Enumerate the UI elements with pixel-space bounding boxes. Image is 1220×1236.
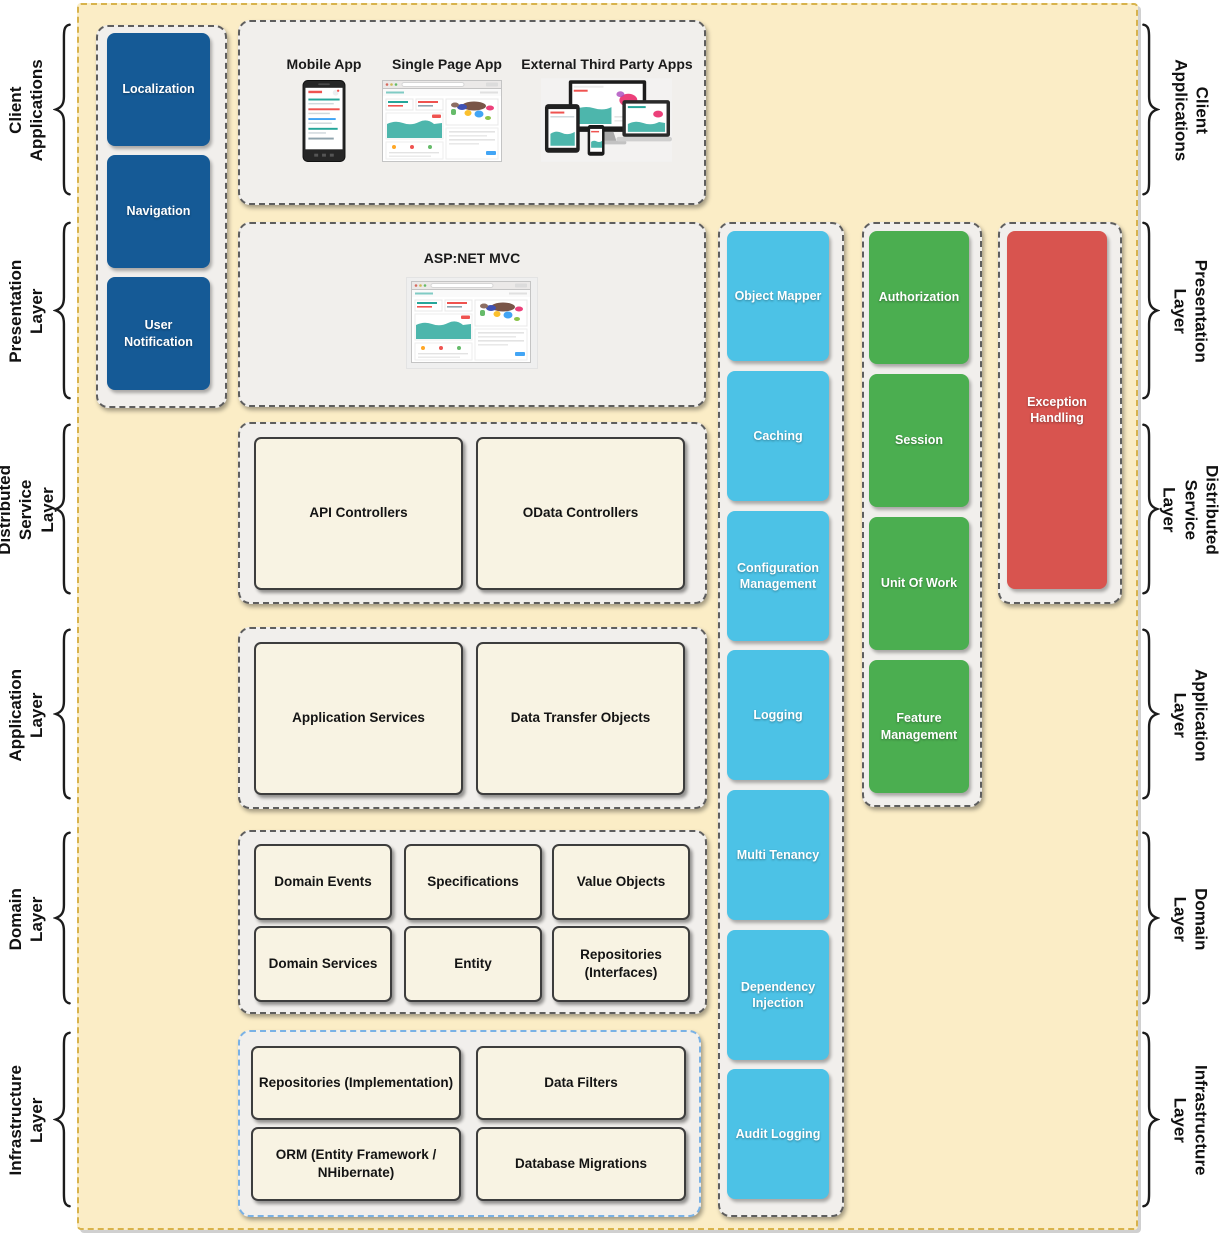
panel-application-layer: Application Services Data Transfer Objec… (238, 627, 707, 809)
brace-left-application-layer (54, 628, 71, 800)
box-repositories-implementation: Repositories (Implementation) (251, 1046, 461, 1120)
external-apps-illustration (541, 78, 672, 162)
brace-left-infrastructure-layer (54, 1031, 71, 1208)
brace-right-domain-layer (1142, 831, 1159, 1005)
box-exception-handling: Exception Handling (1007, 231, 1107, 589)
layer-label-left-client-applications: Client Applications (5, 59, 47, 162)
box-database-migrations: Database Migrations (476, 1127, 686, 1201)
single-page-app-label: Single Page App (392, 56, 502, 72)
box-feature-management: Feature Management (869, 660, 969, 793)
mobile-app-label: Mobile App (286, 56, 362, 72)
box-entity: Entity (404, 926, 542, 1002)
box-domain-events: Domain Events (254, 844, 392, 920)
box-value-objects: Value Objects (552, 844, 690, 920)
panel-shared-components: Authorization Session Unit Of Work Featu… (862, 222, 982, 807)
box-multi-tenancy: Multi Tenancy (727, 790, 829, 920)
box-orm: ORM (Entity Framework / NHibernate) (251, 1127, 461, 1201)
panel-presentation-mvc: ASP:NET MVC (238, 222, 706, 407)
box-caching: Caching (727, 371, 829, 501)
external-third-party-apps-label: External Third Party Apps (521, 56, 693, 72)
box-dependency-injection: Dependency Injection (727, 930, 829, 1060)
aspnet-mvc-illustration (411, 281, 531, 363)
box-navigation: Navigation (107, 155, 210, 268)
box-domain-services: Domain Services (254, 926, 392, 1002)
box-logging: Logging (727, 650, 829, 780)
panel-ui-components: Localization Navigation User Notificatio… (96, 25, 227, 408)
box-object-mapper: Object Mapper (727, 231, 829, 361)
layer-label-left-distributed-service-layer: Distributed Service Layer (0, 465, 57, 555)
aspnet-mvc-label: ASP:NET MVC (423, 250, 521, 266)
mobile-app-illustration (302, 80, 346, 162)
box-data-transfer-objects: Data Transfer Objects (476, 642, 685, 795)
brace-left-domain-layer (54, 831, 71, 1005)
brace-left-client-applications (54, 23, 71, 196)
layer-label-right-infrastructure-layer: Infrastructure Layer (1170, 1065, 1211, 1176)
panel-cross-cutting: Object Mapper Caching Configuration Mana… (718, 222, 844, 1217)
brace-right-presentation-layer (1142, 221, 1159, 400)
panel-infrastructure-layer: Repositories (Implementation) Data Filte… (238, 1030, 701, 1217)
brace-left-presentation-layer (54, 221, 71, 400)
layer-label-left-application-layer: Application Layer (5, 668, 46, 762)
box-odata-controllers: OData Controllers (476, 437, 685, 590)
brace-right-infrastructure-layer (1142, 1031, 1159, 1208)
box-user-notification: User Notification (107, 277, 210, 390)
panel-domain-layer: Domain Events Specifications Value Objec… (238, 830, 707, 1014)
box-configuration-management: Configuration Management (727, 511, 829, 641)
box-localization: Localization (107, 33, 210, 146)
layer-label-left-domain-layer: Domain Layer (5, 887, 46, 951)
brace-right-application-layer (1142, 628, 1159, 800)
box-authorization: Authorization (869, 231, 969, 364)
layer-label-right-presentation-layer: Presentation Layer (1170, 260, 1211, 363)
box-unit-of-work: Unit Of Work (869, 517, 969, 650)
layer-label-right-distributed-service-layer: Distributed Service Layer (1159, 465, 1220, 555)
layer-label-right-client-applications: Client Applications (1170, 59, 1211, 162)
box-api-controllers: API Controllers (254, 437, 463, 590)
layer-label-right-application-layer: Application Layer (1170, 668, 1211, 762)
brace-right-distributed-service-layer (1142, 423, 1159, 595)
box-application-services: Application Services (254, 642, 463, 795)
layer-label-left-presentation-layer: Presentation Layer (5, 260, 47, 363)
box-repositories-interfaces: Repositories (Interfaces) (552, 926, 690, 1002)
panel-exception-handling: Exception Handling (998, 222, 1122, 604)
box-data-filters: Data Filters (476, 1046, 686, 1120)
panel-distributed-service: API Controllers OData Controllers (238, 422, 707, 604)
box-session: Session (869, 374, 969, 507)
brace-right-client-applications (1142, 23, 1159, 196)
panel-client-apps: Mobile App Single Page App External Thir… (238, 20, 706, 205)
layer-label-left-infrastructure-layer: Infrastructure Layer (5, 1065, 46, 1176)
layer-label-right-domain-layer: Domain Layer (1170, 887, 1211, 951)
box-audit-logging: Audit Logging (727, 1069, 829, 1199)
single-page-app-illustration (382, 80, 502, 162)
box-specifications: Specifications (404, 844, 542, 920)
brace-left-distributed-service-layer (54, 423, 71, 595)
